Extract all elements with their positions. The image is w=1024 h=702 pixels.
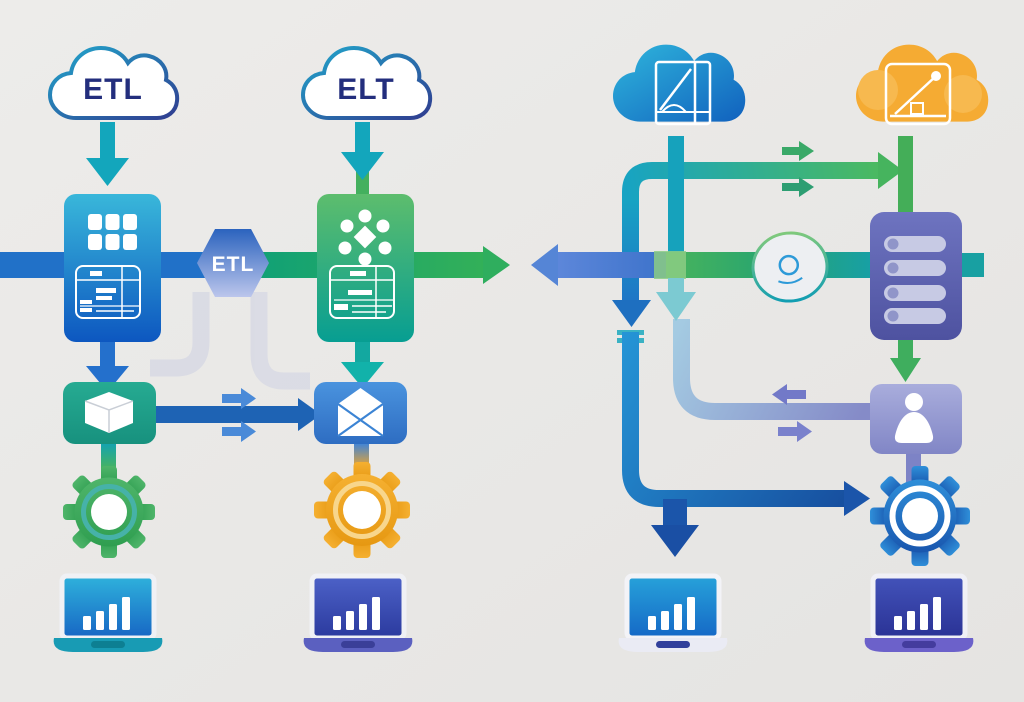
pipe-cube-envelope	[152, 406, 304, 423]
bar-chart-icon-3	[648, 597, 695, 630]
gear-icon-green	[63, 466, 155, 558]
arrow-right-darkblue-gear	[844, 481, 870, 516]
arrow-right-small-1	[222, 388, 256, 409]
pipe-top-right	[622, 162, 880, 214]
pipe-server-down	[898, 340, 913, 362]
cube-box	[63, 382, 156, 444]
arrow-right-green-small-1	[782, 141, 814, 161]
analytics-cloud-orange	[856, 44, 989, 126]
bar-chart-icon-2	[333, 597, 380, 630]
data-table-icon	[75, 265, 141, 319]
pipe-elbow-person	[673, 319, 870, 420]
laptop-notch-2	[341, 641, 375, 648]
server-box	[870, 212, 962, 340]
arrow-right-purple-small	[778, 421, 812, 442]
bar-chart-icon-1	[83, 597, 130, 630]
arrow-down-teal-1	[86, 158, 129, 186]
source-database-box-blue	[64, 194, 161, 342]
pipe-greenbox-down	[355, 342, 370, 364]
pipe-bluebox-down	[100, 342, 115, 368]
elt-cloud: ELT	[300, 45, 433, 120]
laptop-3	[618, 573, 728, 652]
arrow-right-darkblue	[298, 398, 321, 431]
cloud-lobe-right	[944, 75, 982, 113]
bar-chart-icon-4	[894, 597, 941, 630]
pipe-band-blue-right	[556, 252, 668, 278]
arrow-down-blue-mid	[612, 300, 651, 327]
arrow-down-darkblue	[651, 525, 699, 557]
trend-chart-icon	[884, 62, 952, 126]
arrow-left-purple-small	[772, 384, 806, 405]
arrow-down-green	[890, 358, 921, 382]
pipe-light-stem	[668, 278, 684, 294]
arrow-right-green-small-2	[782, 177, 814, 197]
laptop-4	[864, 573, 974, 652]
etl-hexagon: ETL	[197, 229, 269, 297]
ghost-pipe-right	[250, 292, 310, 390]
line-chart-icon	[654, 60, 712, 126]
server-icon	[884, 236, 946, 324]
laptop-notch-4	[902, 641, 936, 648]
pipe-cube-gear	[101, 444, 116, 470]
arrow-right-green-main	[878, 152, 903, 189]
arrow-right-small-2	[222, 421, 256, 442]
arrow-down-teal-2	[341, 152, 384, 180]
laptop-notch-3	[656, 641, 690, 648]
cloud-stems-left	[86, 122, 384, 196]
gear-icon-orange	[314, 462, 410, 558]
laptop-2	[303, 573, 413, 652]
staging-database-box-green	[317, 194, 414, 342]
person-box	[870, 384, 962, 454]
envelope-icon	[337, 388, 384, 437]
pipe-etl-cloud-stem	[100, 122, 115, 162]
grid-icon	[88, 214, 137, 250]
analytics-cloud-blue	[613, 44, 746, 126]
pipe-bluecloud-stem	[668, 136, 684, 282]
arrow-down-blue	[86, 366, 129, 392]
person-icon	[894, 393, 934, 443]
ghost-pipes	[150, 292, 310, 390]
arrow-down-teal-3	[341, 362, 384, 388]
pipe-junction-highlight	[654, 251, 686, 279]
arrow-down-lightteal	[656, 292, 696, 321]
pump-node	[751, 231, 829, 303]
arrow-left-blue	[531, 244, 558, 286]
laptop-1	[53, 573, 163, 652]
envelope-box	[314, 382, 407, 444]
pipe-branch-down	[663, 499, 687, 527]
etl-cloud: ETL	[47, 45, 180, 120]
pipe-elt-cloud-stem	[355, 122, 370, 156]
pump-icon	[778, 254, 803, 285]
cube-to-envelope-connector	[152, 388, 321, 442]
elt-cloud-label: ELT	[337, 73, 394, 106]
gear-icon-blue	[870, 466, 970, 566]
ghost-pipe-left	[150, 292, 210, 377]
etl-hexagon-label: ETL	[212, 253, 255, 276]
cloud-lobe-left	[858, 70, 898, 110]
pipe-left-vertical-lower	[622, 332, 846, 507]
arrow-green-right	[483, 246, 510, 284]
laptop-notch-1	[91, 641, 125, 648]
pipe-orangecloud-stem	[898, 136, 913, 216]
cube-icon	[84, 392, 134, 433]
etl-cloud-label: ETL	[83, 73, 143, 106]
data-table-icon-2	[329, 265, 395, 319]
